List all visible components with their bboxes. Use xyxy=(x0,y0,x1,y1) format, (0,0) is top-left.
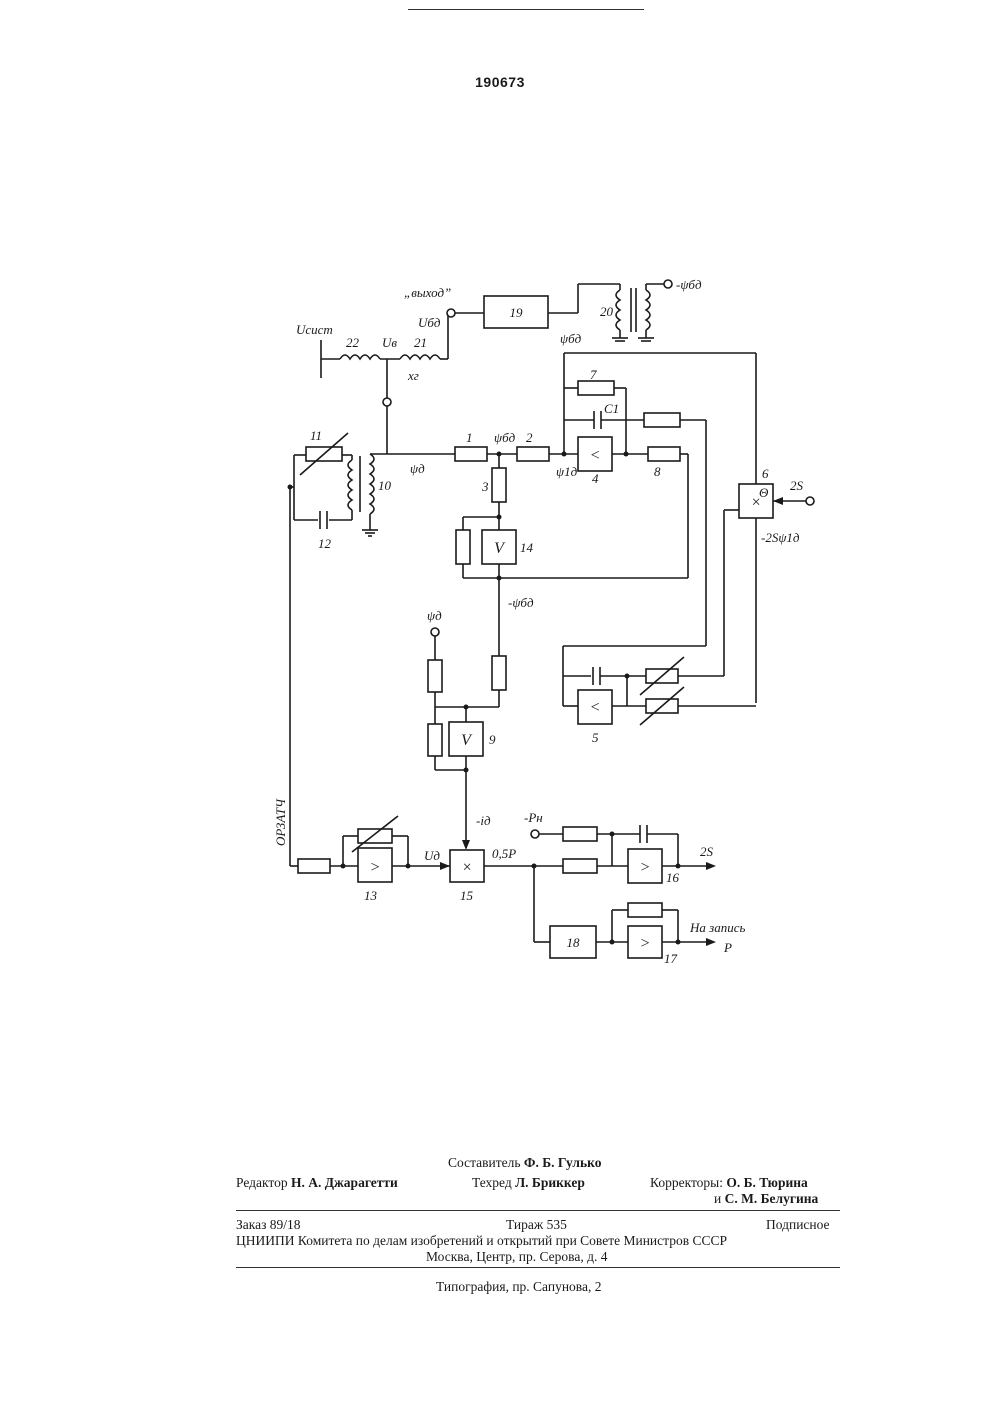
minus-p-n-terminal xyxy=(531,830,539,838)
amp-17-symbol: > xyxy=(640,935,651,952)
divider-lower xyxy=(236,1267,840,1268)
resistor-1 xyxy=(455,447,487,461)
psi-1d-label: ψ1д xyxy=(556,464,578,479)
res-11-label: 11 xyxy=(310,428,322,443)
transformer-20-label: 20 xyxy=(600,304,614,319)
circulation: Тираж 535 xyxy=(506,1217,567,1233)
org-line: ЦНИИПИ Комитета по делам изобретений и о… xyxy=(236,1233,727,1249)
psi-d-in-label: ψд xyxy=(427,608,442,623)
amp-17-label: 17 xyxy=(664,951,678,966)
u-bd-label: Uбд xyxy=(418,315,441,330)
resistor-upper-right xyxy=(644,413,680,427)
minus-psi-bd-mid-label: -ψбд xyxy=(508,595,534,610)
input-2s-label: 2S xyxy=(790,478,804,493)
orzatch-label: ОРЗАТЧ xyxy=(273,798,288,846)
amp-16-label: 16 xyxy=(666,870,680,885)
out-p-label: P xyxy=(723,940,732,955)
resistor-16-in1 xyxy=(563,827,597,841)
coil-21-label: 21 xyxy=(414,335,427,350)
resistor-17-feedback xyxy=(628,903,662,917)
input-2s-terminal xyxy=(806,497,814,505)
correctors-line: Корректоры: О. Б. Тюрина xyxy=(650,1175,808,1191)
u-sist-label: Uсист xyxy=(296,322,333,337)
resistor-2 xyxy=(517,447,549,461)
psi-bd-mid-label: ψбд xyxy=(494,430,516,445)
res-3-label: 3 xyxy=(481,479,489,494)
amp-5-symbol: < xyxy=(590,699,601,716)
mult-6-sign: Θ xyxy=(759,485,769,500)
na-zapis-label: На запись xyxy=(689,920,745,935)
cap-c1-label: C1 xyxy=(604,401,619,416)
mult-15-label: 15 xyxy=(460,888,474,903)
minus-p-n-label: -Pн xyxy=(524,810,543,825)
resistor-14-feedback xyxy=(456,530,470,564)
u-v-label: Uв xyxy=(382,335,397,350)
corrector-2-line: и С. М. Белугина xyxy=(714,1191,818,1207)
amp-13-label: 13 xyxy=(364,888,378,903)
trans-10-label: 10 xyxy=(378,478,392,493)
transformer-20-secondary xyxy=(646,290,650,330)
amp-14-label: 14 xyxy=(520,540,534,555)
amp-13-symbol: > xyxy=(370,859,381,876)
junction-terminal xyxy=(383,398,391,406)
res-1-label: 1 xyxy=(466,430,473,445)
x-g-label: xг xyxy=(407,368,419,383)
u-d-label: Uд xyxy=(424,848,440,863)
psi-d-label: ψд xyxy=(410,461,425,476)
resistor-13-in xyxy=(298,859,330,873)
corrector-1: О. Б. Тюрина xyxy=(726,1175,807,1190)
coil-21 xyxy=(400,355,440,359)
divider-upper xyxy=(236,1210,840,1211)
corrector-2: С. М. Белугина xyxy=(725,1191,819,1206)
amp-16-symbol: > xyxy=(640,859,651,876)
resistor-16-in2 xyxy=(563,859,597,873)
editor-line: Редактор Н. А. Джарагетти xyxy=(236,1175,398,1191)
resistor-9-feedback xyxy=(428,724,442,756)
compiler-line: Составитель Ф. Б. Гулько xyxy=(448,1155,601,1171)
res-7-label: 7 xyxy=(590,367,597,382)
resistor-8 xyxy=(648,447,680,461)
minus-psi-bd-terminal xyxy=(664,280,672,288)
amp-4-label: 4 xyxy=(592,471,599,486)
printer: Типография, пр. Сапунова, 2 xyxy=(436,1279,602,1295)
resistor-9-in xyxy=(428,660,442,692)
address: Москва, Центр, пр. Серова, д. 4 xyxy=(426,1249,607,1265)
transformer-20-primary xyxy=(616,290,620,330)
res-8-label: 8 xyxy=(654,464,661,479)
subscription: Подписное xyxy=(766,1217,830,1233)
order: Заказ 89/18 xyxy=(236,1217,301,1233)
minus-2s-psi-label: -2Sψ1д xyxy=(761,530,800,545)
output-label: „выход” xyxy=(404,285,451,300)
resistor-7 xyxy=(578,381,614,395)
compiler-name: Ф. Б. Гулько xyxy=(524,1155,602,1170)
amp-4-symbol: < xyxy=(590,447,601,464)
amp-9-label: 9 xyxy=(489,732,496,747)
editor-name: Н. А. Джарагетти xyxy=(291,1175,398,1190)
resistor-9-in2 xyxy=(492,656,506,690)
coil-22 xyxy=(340,355,380,359)
techred-line: Техред Л. Бриккер xyxy=(472,1175,585,1191)
mult-15-symbol: × xyxy=(462,859,473,876)
res-2-label: 2 xyxy=(526,430,533,445)
minus-i-d-label: -iд xyxy=(476,813,491,828)
resistor-3 xyxy=(492,468,506,502)
out-2s-label: 2S xyxy=(700,844,714,859)
block-19-label: 19 xyxy=(510,305,524,320)
coil-22-label: 22 xyxy=(346,335,360,350)
minus-psi-bd-top-label: -ψбд xyxy=(676,277,702,292)
transformer-10-primary xyxy=(348,460,352,510)
techred-name: Л. Бриккер xyxy=(515,1175,585,1190)
half-p-label: 0,5P xyxy=(492,846,516,861)
amp-5-label: 5 xyxy=(592,730,599,745)
cap-12-label: 12 xyxy=(318,536,332,551)
psi-bd-top-label: ψбд xyxy=(560,331,582,346)
output-terminal xyxy=(447,309,455,317)
psi-d-input-terminal xyxy=(431,628,439,636)
resistor-13-var xyxy=(358,829,392,843)
block-18-label: 18 xyxy=(567,935,581,950)
mult-6-label: 6 xyxy=(762,466,769,481)
transformer-10 xyxy=(370,454,374,514)
